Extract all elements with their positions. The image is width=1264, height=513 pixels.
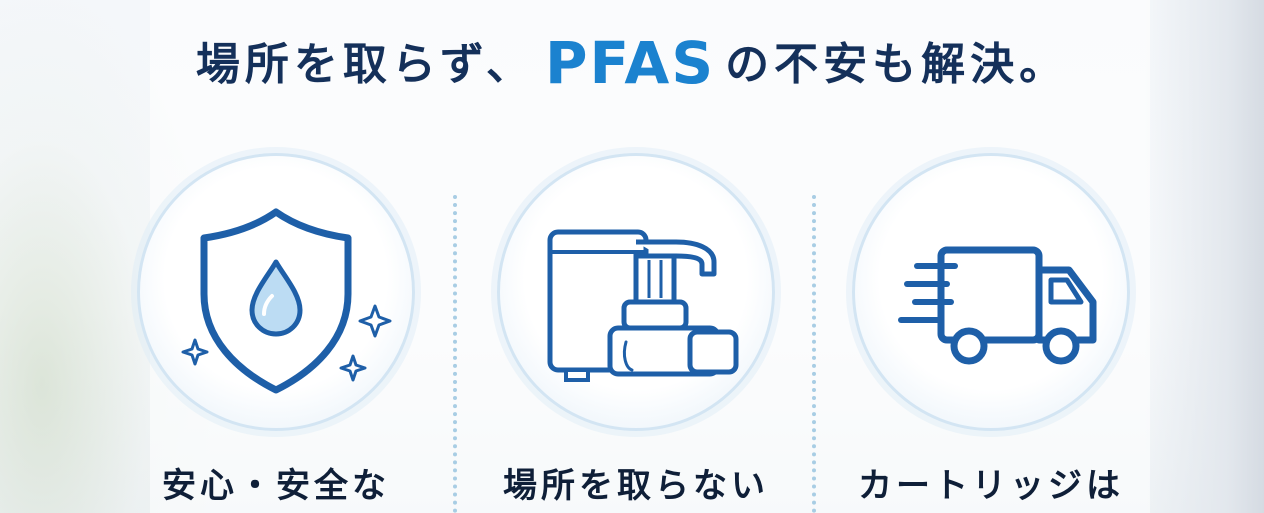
headline-lead: 場所を取らず、 [195, 39, 535, 90]
feature-safety: 安心・安全な [131, 153, 421, 513]
feature-safety-label: 安心・安全な [162, 466, 390, 506]
headline-tail: の不安も解決。 [725, 39, 1069, 90]
feature-compact-circle [497, 153, 775, 431]
background-right-blur [1144, 0, 1264, 513]
dotted-divider-2 [812, 195, 816, 513]
feature-cartridge-label: カートリッジは [858, 466, 1124, 506]
delivery-truck-icon [898, 246, 1097, 365]
feature-cartridge: カートリッジは [846, 153, 1136, 513]
feature-safety-circle [137, 153, 415, 431]
shield-water-drop-icon [181, 208, 392, 394]
feature-compact: 場所を取らない [491, 153, 781, 513]
headline-accent-pfas: PFAS [544, 29, 716, 97]
feature-cartridge-circle [852, 153, 1130, 431]
feature-compact-label: 場所を取らない [503, 466, 769, 506]
dotted-divider-1 [453, 195, 457, 513]
faucet-water-filter-icon [547, 229, 739, 382]
